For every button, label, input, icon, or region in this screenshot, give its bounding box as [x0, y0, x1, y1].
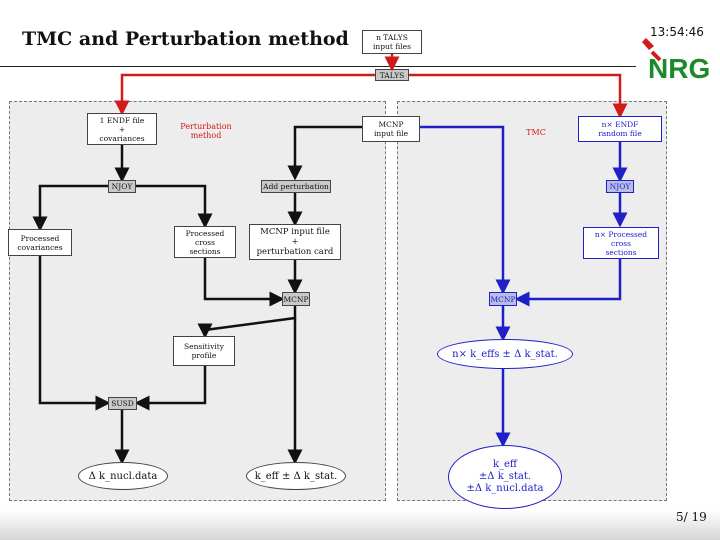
endf-covariance-box: 1 ENDF file+covariances [87, 113, 157, 145]
mcnp-box-right: MCNP [489, 292, 517, 306]
nrg-logo: NRG [642, 38, 710, 84]
slide-title: TMC and Perturbation method [22, 28, 349, 50]
page-number: 5/ 19 [676, 510, 707, 524]
tmc-label: TMC [526, 128, 546, 137]
njoy-box-right: NJOY [606, 180, 634, 193]
mcnp-perturbation-input-box: MCNP input file+perturbation card [249, 224, 341, 260]
talys-label: TALYS [379, 70, 405, 80]
susd-box: SUSD [108, 397, 137, 410]
keff-stat-ellipse: k_eff ± Δ k_stat. [246, 462, 346, 490]
perturbation-panel [9, 101, 386, 501]
talys-input-line1: n TALYS [376, 33, 408, 42]
final-result-ellipse: k_eff±Δ k_stat.±Δ k_nucl.data [448, 445, 562, 509]
add-perturbation-box: Add perturbation [261, 180, 331, 193]
nucl-data-ellipse: Δ k_nucl.data [78, 462, 168, 490]
keffs-ellipse: n× k_effs ± Δ k_stat. [437, 339, 573, 369]
logo-text: NRG [648, 53, 710, 84]
title-divider [0, 66, 636, 67]
bottom-shadow [0, 510, 720, 540]
clock: 13:54:46 [650, 25, 704, 39]
talys-box: TALYS [375, 69, 409, 81]
njoy-box-left: NJOY [108, 180, 136, 193]
mcnp-box-left: MCNP [282, 292, 310, 306]
talys-input-line2: input files [373, 42, 411, 51]
talys-input-box: n TALYS input files [362, 30, 422, 54]
